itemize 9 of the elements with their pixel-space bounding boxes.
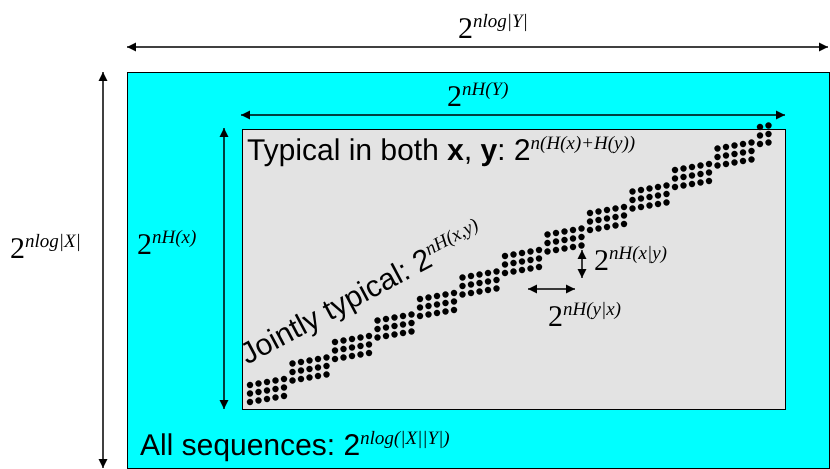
dimension-label: 2$^{nlog|X|}$ [10, 232, 81, 264]
dimension-label: 2$^{nlog|Y|}$ [458, 12, 528, 44]
dimension-label: 2$^{nH(y|x)}$ [548, 300, 621, 332]
dimension-label: 2$^{nH(Y)}$ [447, 80, 508, 112]
sequence-space-box [127, 72, 830, 469]
region-heading: Typical in both x, y: 2$^{n(H(x)+H(y))}$ [247, 134, 636, 166]
dimension-label: 2$^{nH(x|y)}$ [594, 244, 667, 276]
region-label: All sequences: 2$^{nlog(|X||Y|)}$ [140, 429, 450, 461]
dimension-label: 2$^{nH(x)}$ [137, 228, 196, 260]
